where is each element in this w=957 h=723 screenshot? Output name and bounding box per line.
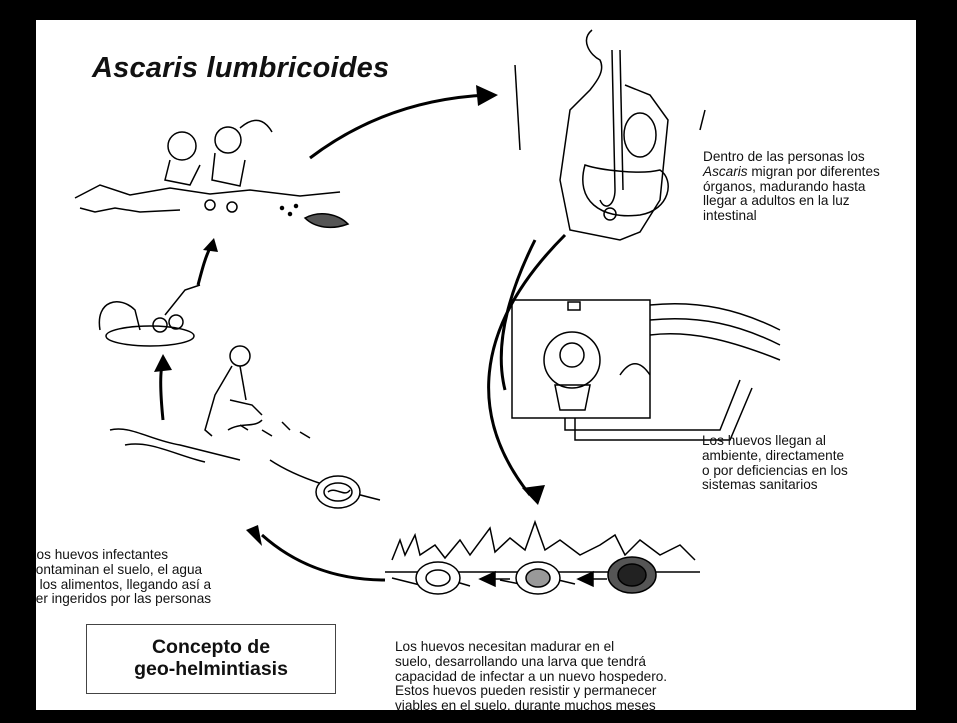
caption-ingestion-clip: Los huevos infectantes contaminan el sue… [36,548,296,612]
caption-inside-host-line-2-rest: migran por diferentes [747,163,880,179]
caption-inside-host-line-3: órganos, madurando hasta [703,178,866,194]
caption-environment: Los huevos llegan al ambiente, directame… [702,433,848,493]
caption-ingestion-line-3: y los alimentos, llegando así a [36,576,212,592]
caption-inside-host-line-5: intestinal [703,208,757,224]
arrowhead-to-food [246,525,262,546]
caption-ingestion-line-1: Los huevos infectantes [36,548,169,562]
caption-ingestion-line-4: ser ingeridos por las personas [36,591,212,607]
caption-inside-host-line-1: Dentro de las personas los [703,149,865,164]
arrowhead-food-up-2 [203,238,218,252]
caption-ingestion: Los huevos infectantes contaminan el sue… [36,548,211,607]
eggs-in-soil-illustration [415,556,657,595]
caption-environment-line-4: sistemas sanitarios [702,477,818,493]
caption-environment-line-3: o por deficiencias en los [702,462,848,478]
caption-maturation: Los huevos necesitan madurar en el suelo… [395,640,667,710]
concept-box-line-1: Concepto de [151,636,271,658]
caption-ingestion-line-2: contaminan el suelo, el agua [36,561,203,577]
arrow-vegetables-to-children [196,247,212,286]
diagram-title: Ascaris lumbricoides [92,52,390,84]
egg-large-illustration [315,475,361,509]
concept-box-line-2: geo-helmintiasis [134,658,288,680]
caption-maturation-line-5: viables en el suelo, durante muchos mese… [395,698,656,710]
caption-maturation-line-4: Estos huevos pueden resistir y permanece… [395,683,657,699]
caption-maturation-line-2: suelo, desarrollando una larva que tendr… [395,653,646,669]
caption-inside-host-line-2: Ascaris migran por diferentes [703,163,880,180]
arrowhead-food-up-1 [154,354,172,372]
caption-environment-line-2: ambiente, directamente [702,447,845,463]
children-eating-illustration [74,119,350,229]
caption-maturation-clip: Los huevos necesitan madurar en el suelo… [395,640,795,710]
arrowhead-to-body [476,85,498,106]
arrow-body-to-soil [487,233,567,496]
caption-inside-host-line-4: llegar a adultos en la luz [703,193,850,209]
caption-inside-host: Dentro de las personas los Ascaris migra… [703,149,880,224]
diagram-panel [36,20,916,710]
arrowhead-to-soil [522,485,545,505]
vegetable-bowl-illustration [98,284,201,347]
outhouse-illustration [511,299,781,441]
caption-maturation-line-3: capacidad de infectar a un nuevo hospede… [395,668,668,684]
ascaris-italic: Ascaris [703,163,748,179]
caption-environment-line-1: Los huevos llegan al [702,433,826,448]
concept-box: Concepto de geo-helmintiasis [86,624,336,694]
arrow-children-to-body [309,93,489,160]
arrow-soil-to-food [261,533,386,582]
arrow-body-to-outhouse [499,239,537,391]
human-body-illustration [514,29,706,241]
caption-maturation-line-1: Los huevos necesitan madurar en el [395,640,615,654]
